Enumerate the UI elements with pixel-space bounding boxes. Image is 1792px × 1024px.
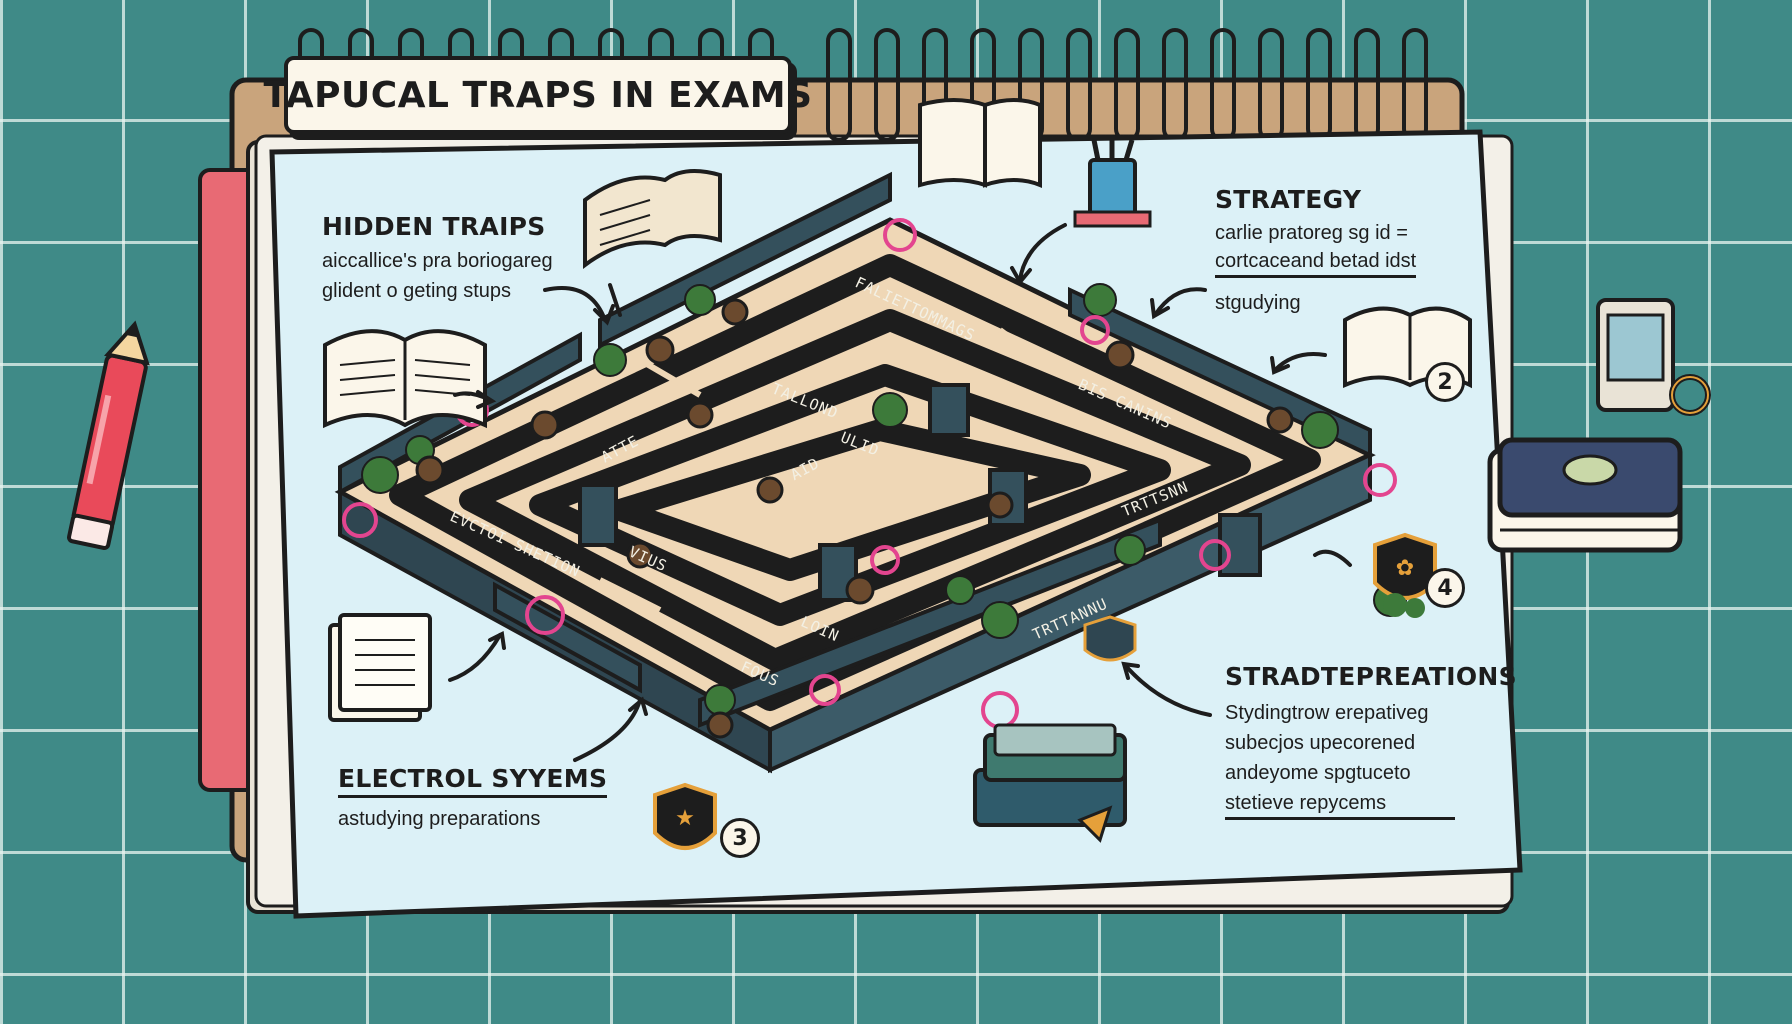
binder-ring bbox=[826, 28, 852, 142]
hidden-traps-heading: HIDDEN TRAIPS bbox=[322, 212, 546, 241]
electrol-heading: ELECTROL SYYEMS bbox=[338, 764, 608, 798]
stradtepreations-heading: STRADTEPREATIONS bbox=[1225, 662, 1517, 691]
stradtepreations-line-3: andeyome spgtuceto bbox=[1225, 762, 1411, 784]
page-title: TAPUCAL TRAPS IN EXAMS bbox=[263, 74, 813, 116]
hidden-traps-line-2: glident o geting stups bbox=[322, 280, 512, 302]
shield-icon: ✿ bbox=[1373, 532, 1437, 618]
stradtepreations-line-4: stetieve repycems bbox=[1225, 792, 1455, 820]
step-badge-2: 2 bbox=[1425, 362, 1465, 402]
maze-diagram bbox=[334, 171, 1407, 774]
electrol-line-1: astudying preparations bbox=[338, 808, 541, 830]
book-icon bbox=[323, 329, 487, 429]
stradtepreations-line-2: subecjos upecorened bbox=[1225, 732, 1416, 754]
svg-text:★: ★ bbox=[675, 806, 695, 831]
book-icon bbox=[1487, 437, 1683, 553]
step-badge-4: 4 bbox=[1425, 568, 1465, 608]
pencil-icon bbox=[67, 320, 150, 550]
strategy-line-3: stgudying bbox=[1215, 292, 1301, 314]
arrow-icons bbox=[448, 223, 1352, 762]
step-badge-3: 3 bbox=[720, 818, 760, 858]
notebook-icon bbox=[973, 723, 1127, 843]
book-icon bbox=[328, 613, 432, 722]
tablet-icon bbox=[1596, 298, 1711, 416]
strategy-line-2: cortcaceand betad idst bbox=[1215, 250, 1417, 278]
pencil-cup-icon bbox=[1073, 136, 1152, 228]
shield-icon: ★ bbox=[653, 782, 717, 850]
svg-text:✿: ✿ bbox=[1396, 556, 1414, 581]
stradtepreations-line-1: Stydingtrow erepativeg bbox=[1225, 702, 1429, 724]
hidden-traps-line-1: aiccallice's pra boriogareg bbox=[322, 250, 553, 272]
title-card: TAPUCAL TRAPS IN EXAMS bbox=[264, 56, 812, 134]
book-icon bbox=[918, 98, 1042, 188]
strategy-heading: STRATEGY bbox=[1215, 185, 1362, 214]
strategy-line-1: carlie pratoreg sg id = bbox=[1215, 222, 1408, 244]
book-icon bbox=[583, 169, 722, 269]
